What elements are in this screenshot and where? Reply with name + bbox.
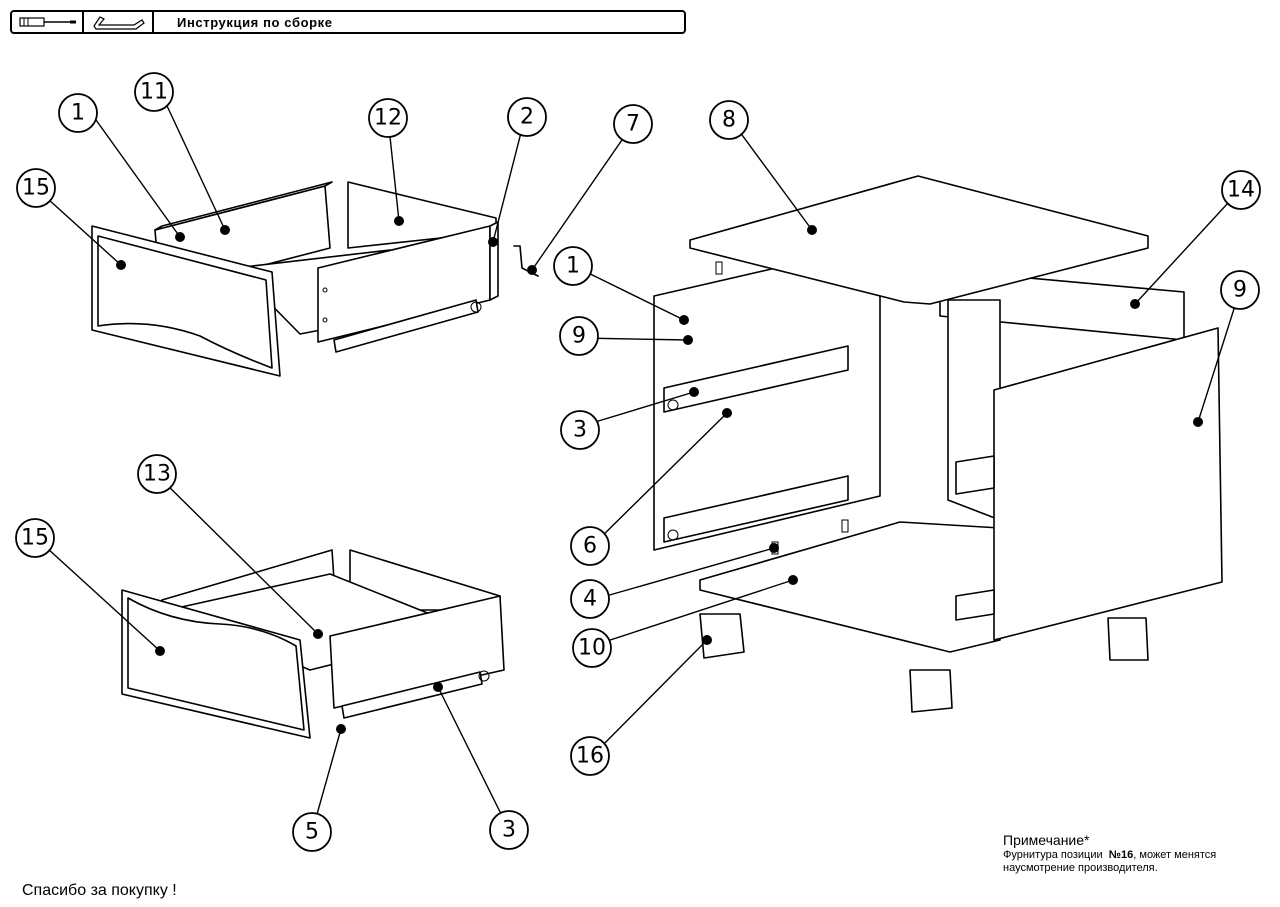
callout-10: 10 xyxy=(572,628,612,668)
lower-drawer xyxy=(121,549,505,739)
callout-4: 4 xyxy=(570,579,610,619)
callout-15-upper: 15 xyxy=(16,168,56,208)
upper-drawer xyxy=(91,181,539,377)
svg-text:15: 15 xyxy=(21,526,49,551)
note-suffix: , может менятся xyxy=(1133,849,1217,861)
svg-text:3: 3 xyxy=(573,418,587,443)
cabinet-bottom-panel xyxy=(699,521,1001,653)
drawer-front-facade xyxy=(91,225,281,377)
runner-bracket xyxy=(955,589,995,621)
callout-16: 16 xyxy=(570,736,610,776)
callout-12: 12 xyxy=(368,98,408,138)
facade-relief xyxy=(127,597,305,731)
callout-11: 11 xyxy=(134,72,174,112)
svg-text:12: 12 xyxy=(374,106,402,131)
svg-text:16: 16 xyxy=(576,744,604,769)
callout-1-cabinet: 1 xyxy=(553,246,593,286)
leader-lines xyxy=(35,92,1241,833)
cabinet-runner-upper xyxy=(663,345,849,413)
note-part-number: №16 xyxy=(1108,849,1134,861)
runner-wheel xyxy=(667,529,679,541)
screw-hole xyxy=(322,287,328,293)
callout-14: 14 xyxy=(1221,170,1261,210)
callout-9-right: 9 xyxy=(1220,270,1260,310)
cabinet-body xyxy=(653,175,1223,713)
callout-13: 13 xyxy=(137,454,177,494)
callout-3-cabinet: 3 xyxy=(560,410,600,450)
svg-text:7: 7 xyxy=(626,112,640,137)
svg-text:6: 6 xyxy=(583,534,597,559)
note-line2: наусмотрение производителя. xyxy=(1003,862,1158,874)
drawer-back-panel-edge xyxy=(154,181,333,231)
facade-relief xyxy=(97,235,273,369)
svg-text:10: 10 xyxy=(578,636,606,661)
svg-text:11: 11 xyxy=(140,80,168,105)
cabinet-foot xyxy=(1107,617,1149,661)
lower-drawer-right-side xyxy=(329,595,505,709)
cabinet-foot xyxy=(699,613,745,659)
note-block: Примечание* Фурнитура позиции №16, может… xyxy=(1003,831,1263,875)
cabinet-runner-lower xyxy=(663,475,849,543)
runner-wheel xyxy=(478,670,490,682)
runner-wheel xyxy=(470,301,482,313)
note-title: Примечание* xyxy=(1003,832,1090,848)
svg-text:13: 13 xyxy=(143,462,171,487)
svg-text:3: 3 xyxy=(502,818,516,843)
cabinet-top xyxy=(689,175,1149,305)
screwdriver-icon xyxy=(12,12,84,32)
header-title: Инструкция по сборке xyxy=(177,15,333,30)
callout-3-drawer: 3 xyxy=(489,810,529,850)
callout-8: 8 xyxy=(709,100,749,140)
screw-hole xyxy=(322,317,328,323)
svg-text:8: 8 xyxy=(722,108,736,133)
runner-wheel xyxy=(667,399,679,411)
svg-text:15: 15 xyxy=(22,176,50,201)
svg-text:5: 5 xyxy=(305,820,319,845)
callout-9-left: 9 xyxy=(559,316,599,356)
lower-drawer-runner xyxy=(341,671,483,719)
callout-2: 2 xyxy=(507,97,547,137)
drawer-right-side-edge xyxy=(489,221,499,301)
cabinet-foot xyxy=(909,669,953,713)
thanks-text: Спасибо за покупку ! xyxy=(22,882,177,899)
runner-bracket xyxy=(955,455,995,495)
svg-text:1: 1 xyxy=(71,101,85,126)
dowel xyxy=(841,519,849,533)
leader-dots xyxy=(116,216,1203,734)
callout-15-lower: 15 xyxy=(15,518,55,558)
callout-1-upper-drawer: 1 xyxy=(58,93,98,133)
svg-text:4: 4 xyxy=(583,587,597,612)
svg-text:9: 9 xyxy=(1233,278,1247,303)
callout-6: 6 xyxy=(570,526,610,566)
svg-text:2: 2 xyxy=(520,105,534,130)
svg-text:9: 9 xyxy=(572,324,586,349)
svg-text:1: 1 xyxy=(566,254,580,279)
svg-text:14: 14 xyxy=(1227,178,1255,203)
note-prefix: Фурнитура позиции xyxy=(1003,849,1103,861)
callout-5: 5 xyxy=(292,812,332,852)
dowel xyxy=(715,261,723,275)
instruction-header: Инструкция по сборке xyxy=(10,10,686,34)
cabinet-right-side xyxy=(993,327,1223,641)
lower-drawer-facade xyxy=(121,589,311,739)
callout-7: 7 xyxy=(613,104,653,144)
hex-key-icon xyxy=(82,12,154,32)
